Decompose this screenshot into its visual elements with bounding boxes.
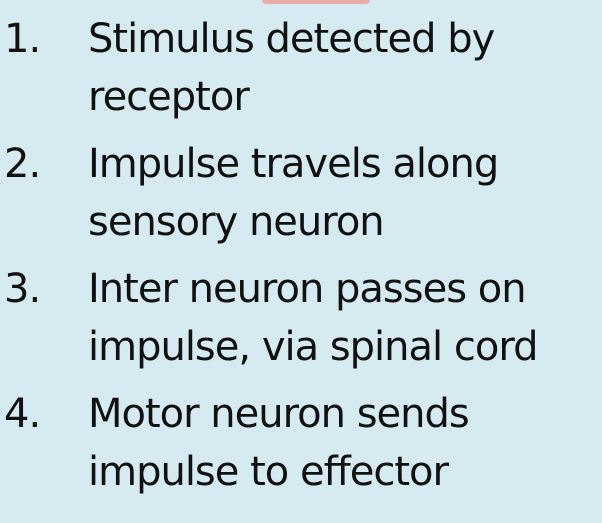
step-number: 4. — [4, 391, 41, 437]
reflex-arc-steps-list: 1. Stimulus detected by receptor 2. Impu… — [0, 10, 602, 510]
step-text-line: Motor neuron sends — [88, 391, 470, 437]
step-text: Motor neuron sends impulse to effector — [88, 385, 602, 501]
step-number: 1. — [4, 16, 41, 62]
step-text-line: impulse to effector — [88, 449, 449, 495]
step-text: Inter neuron passes on impulse, via spin… — [88, 260, 602, 376]
step-text: Stimulus detected by receptor — [88, 10, 602, 126]
top-accent-bar — [262, 0, 370, 4]
step-number: 3. — [4, 266, 41, 312]
step-text-line: Stimulus detected by — [88, 16, 495, 62]
list-item-step-4: 4. Motor neuron sends impulse to effecto… — [0, 385, 602, 510]
list-item-step-3: 3. Inter neuron passes on impulse, via s… — [0, 260, 602, 385]
step-text-line: sensory neuron — [88, 199, 385, 245]
step-text-line: receptor — [88, 74, 250, 120]
step-text: Impulse travels along sensory neuron — [88, 135, 602, 251]
step-text-line: impulse, via spinal cord — [88, 324, 538, 370]
list-item-step-2: 2. Impulse travels along sensory neuron — [0, 135, 602, 260]
list-item-step-1: 1. Stimulus detected by receptor — [0, 10, 602, 135]
step-text-line: Impulse travels along — [88, 141, 499, 187]
step-number: 2. — [4, 141, 41, 187]
step-text-line: Inter neuron passes on — [88, 266, 527, 312]
